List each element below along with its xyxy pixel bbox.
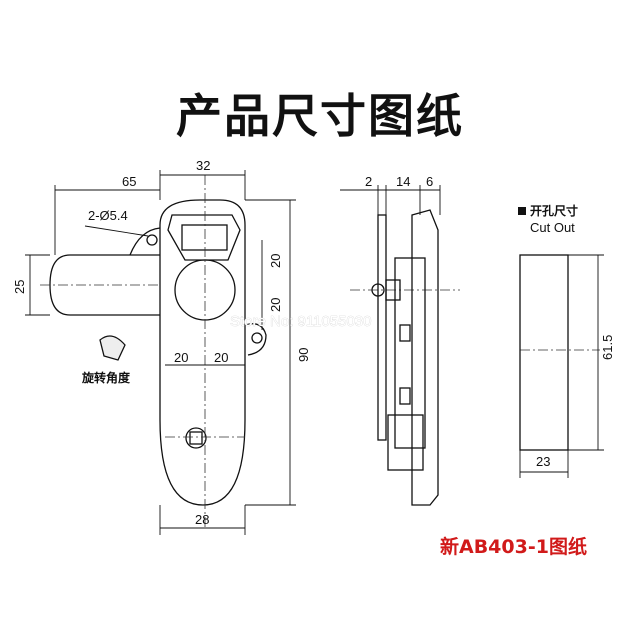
- dim-left-20: 20: [174, 350, 188, 365]
- watermark: Store No: 911055030: [230, 313, 372, 330]
- dim-side-b: 14: [396, 174, 410, 189]
- cutout-label-cn: 开孔尺寸: [530, 203, 578, 218]
- rotation-label: 旋转角度: [81, 370, 131, 385]
- dim-upper-20: 20: [268, 254, 283, 268]
- dim-handle-length: 65: [122, 174, 136, 189]
- cutout-label-en: Cut Out: [530, 220, 575, 235]
- dim-side-a: 2: [365, 174, 372, 189]
- dim-total-height: 90: [296, 348, 311, 362]
- cutout-dim-height: 61.5: [600, 335, 615, 360]
- page-title: 产品尺寸图纸: [176, 89, 464, 143]
- dim-hole: 2-Ø5.4: [88, 208, 128, 223]
- model-caption: 新AB403-1图纸: [440, 536, 587, 558]
- bullet-square-icon: [518, 207, 526, 215]
- dim-handle-height: 25: [12, 280, 27, 294]
- dim-bottom-width: 28: [195, 512, 209, 527]
- dim-width-top: 32: [196, 158, 210, 173]
- dim-right-20: 20: [214, 350, 228, 365]
- dim-side-c: 6: [426, 174, 433, 189]
- cutout-dim-width: 23: [536, 454, 550, 469]
- dim-lower-20: 20: [268, 298, 283, 312]
